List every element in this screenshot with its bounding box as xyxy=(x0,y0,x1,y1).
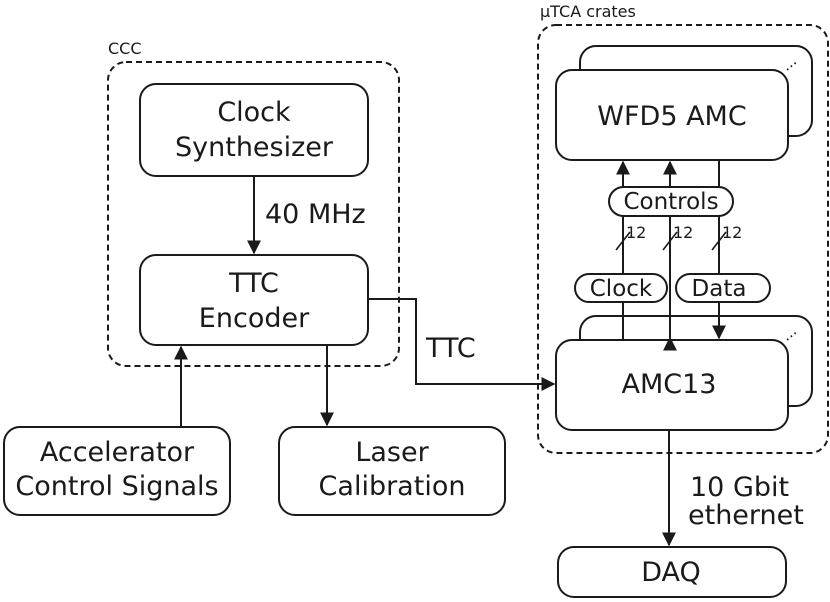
ethernet-line1: 10 Gbit xyxy=(690,472,789,503)
ethernet-line2: ethernet xyxy=(688,500,804,531)
daq-label: DAQ xyxy=(641,557,701,588)
ttc-encoder-line2: Encoder xyxy=(199,303,310,334)
data-bus-width: 12 xyxy=(722,223,742,242)
amc13-label: AMC13 xyxy=(622,369,717,400)
utca-crates-group-frame xyxy=(537,24,829,454)
clock-label: Clock xyxy=(590,276,653,302)
ttc-label: TTC xyxy=(425,333,476,364)
wfd5-amc-label: WFD5 AMC xyxy=(597,101,746,132)
data-label: Data xyxy=(692,276,747,302)
data-pill xyxy=(675,273,771,303)
clock-synthesizer-line2: Synthesizer xyxy=(175,132,334,163)
controls-bus-width: 12 xyxy=(673,223,693,242)
clock-bus-slash xyxy=(615,231,631,251)
clock-synthesizer-line1: Clock xyxy=(217,97,291,128)
accelerator-line1: Accelerator xyxy=(40,437,195,468)
ttc-link-arrow xyxy=(368,298,556,391)
controls-pill xyxy=(608,186,734,217)
mhz-label: 40 MHz xyxy=(265,199,366,230)
accelerator-line2: Control Signals xyxy=(15,471,218,502)
laser-line1: Laser xyxy=(355,437,429,468)
accelerator-control-signals-block xyxy=(3,426,231,516)
controls-label: Controls xyxy=(623,189,718,215)
data-bus-slash xyxy=(711,231,727,251)
laser-line2: Calibration xyxy=(319,471,466,502)
clock-pill xyxy=(574,273,668,303)
utca-crates-group-label: μTCA crates xyxy=(540,2,636,21)
ccc-group-label: CCC xyxy=(108,39,142,58)
clock-bus-width: 12 xyxy=(626,223,646,242)
controls-bus-slash xyxy=(662,231,678,251)
wfd5-amc-block xyxy=(555,69,789,161)
daq-block xyxy=(557,546,787,598)
ttc-encoder-line1: TTC xyxy=(228,268,279,299)
laser-calibration-block xyxy=(278,426,506,516)
